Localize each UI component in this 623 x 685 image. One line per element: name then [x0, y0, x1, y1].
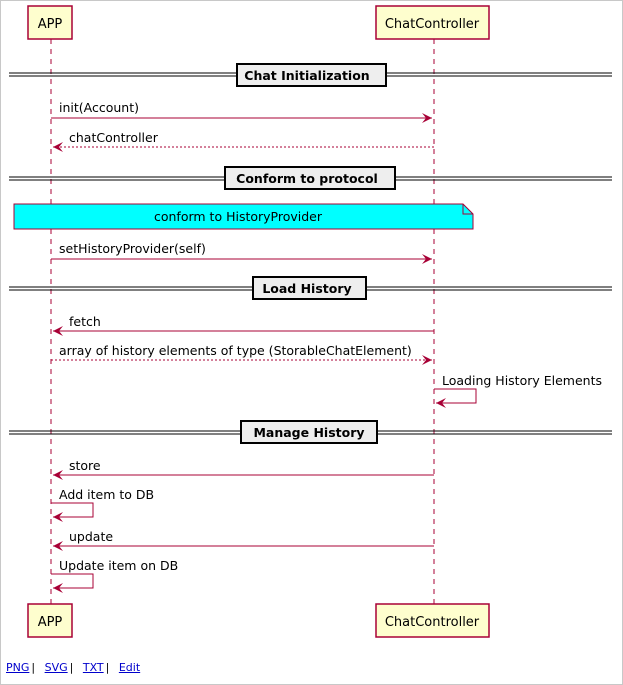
message-loading-history-elements: Loading History Elements — [434, 373, 602, 408]
divider-label: Conform to protocol — [236, 171, 378, 186]
message-label: Update item on DB — [59, 558, 178, 573]
separator: | — [69, 661, 74, 674]
message-label: Add item to DB — [59, 487, 154, 502]
message-set-history-provider: setHistoryProvider(self) — [51, 241, 432, 264]
message-label: fetch — [69, 314, 101, 329]
message-label: store — [69, 458, 101, 473]
divider-manage-history: Manage History — [9, 420, 612, 444]
txt-link[interactable]: TXT — [82, 661, 104, 674]
message-label: Loading History Elements — [442, 373, 602, 388]
message-update: update — [53, 529, 434, 551]
message-array-of-history: array of history elements of type (Stora… — [51, 343, 432, 365]
participant-chat-controller-label: ChatController — [385, 615, 480, 630]
separator: | — [105, 661, 110, 674]
message-add-item-to-db: Add item to DB — [51, 487, 154, 522]
message-label: update — [69, 529, 113, 544]
message-store: store — [53, 458, 434, 480]
note-text: conform to HistoryProvider — [154, 209, 323, 224]
participant-chat-controller-bottom[interactable]: ChatController — [375, 603, 490, 638]
participant-chat-controller-top[interactable]: ChatController — [375, 5, 490, 40]
message-label: setHistoryProvider(self) — [59, 241, 206, 256]
edit-link[interactable]: Edit — [118, 661, 141, 674]
message-label: init(Account) — [59, 100, 139, 115]
message-fetch: fetch — [53, 314, 434, 336]
message-chat-controller-return: chatController — [53, 130, 434, 152]
message-label: array of history elements of type (Stora… — [59, 343, 412, 358]
participant-app-label: APP — [38, 615, 63, 630]
footer-links: PNG| SVG| TXT| Edit — [6, 661, 140, 674]
participant-app-label: APP — [38, 17, 63, 32]
participant-app-bottom[interactable]: APP — [27, 603, 73, 638]
divider-label: Chat Initialization — [244, 68, 369, 83]
svg-link[interactable]: SVG — [44, 661, 68, 674]
separator: | — [31, 661, 36, 674]
png-link[interactable]: PNG — [6, 661, 30, 674]
note-conform-to-history-provider: conform to HistoryProvider — [13, 203, 474, 230]
divider-label: Load History — [262, 281, 351, 296]
divider-load-history: Load History — [9, 276, 612, 300]
sequence-diagram: APP ChatController Chat Initialization i… — [9, 5, 612, 638]
message-label: chatController — [69, 130, 159, 145]
participant-app-top[interactable]: APP — [27, 5, 73, 40]
divider-label: Manage History — [253, 425, 364, 440]
participant-chat-controller-label: ChatController — [385, 17, 480, 32]
divider-conform-to-protocol: Conform to protocol — [9, 166, 612, 190]
divider-chat-initialization: Chat Initialization — [9, 63, 612, 87]
message-init-account: init(Account) — [51, 100, 432, 123]
message-update-item-on-db: Update item on DB — [51, 558, 178, 593]
